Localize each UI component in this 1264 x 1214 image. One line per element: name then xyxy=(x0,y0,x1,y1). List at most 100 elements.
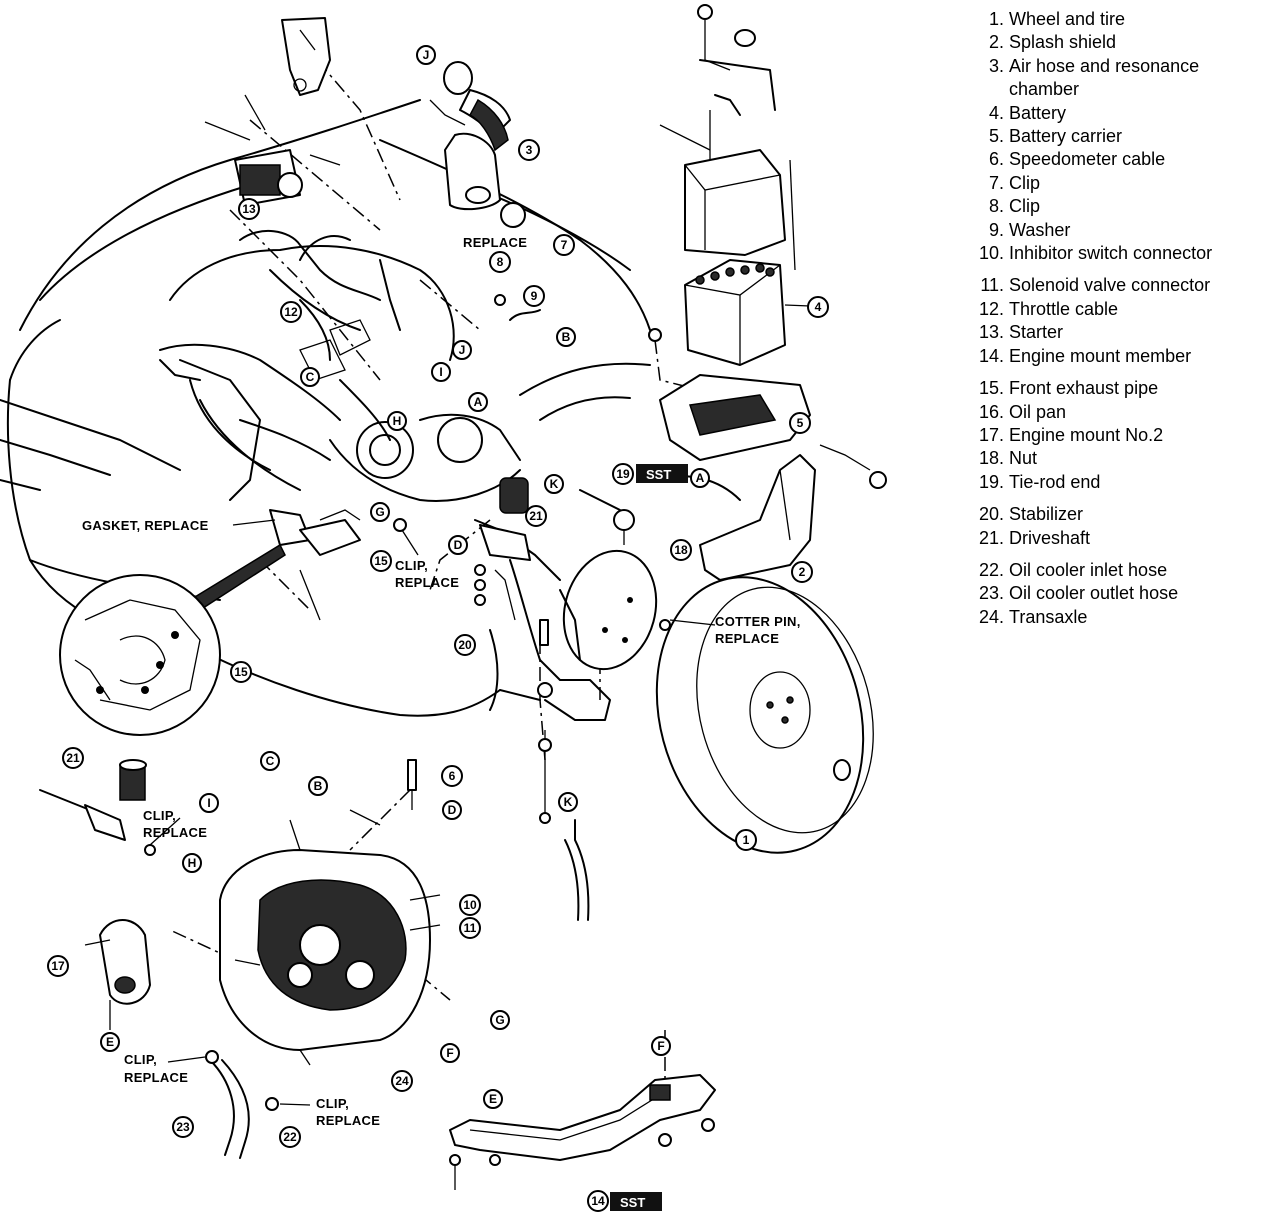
svg-text:7: 7 xyxy=(561,238,568,252)
callout-21: 21 xyxy=(525,505,547,527)
legend-item: 8.Clip xyxy=(974,195,1260,218)
legend-item-number: 21. xyxy=(978,527,1004,548)
svg-text:24: 24 xyxy=(395,1074,409,1088)
legend-item-text: Front exhaust pipe xyxy=(1009,378,1159,399)
legend-item-text: Oil pan xyxy=(1009,401,1067,422)
battery xyxy=(684,259,811,366)
callout-C-2: C xyxy=(260,751,280,771)
legend-item-text: Speedometer cable xyxy=(1009,149,1166,170)
legend-item-text: Clip xyxy=(1009,196,1041,217)
svg-text:B: B xyxy=(314,779,323,793)
legend-item-number: 11. xyxy=(980,275,1004,296)
sst-badge-mount-member: SST xyxy=(610,1192,662,1211)
legend-item-number: 4. xyxy=(988,102,1004,123)
svg-text:C: C xyxy=(306,370,315,384)
legend-item-number: 23. xyxy=(978,583,1004,604)
sst-text: SST xyxy=(646,467,671,482)
callout-9: 9 xyxy=(523,285,545,307)
callout-6: 6 xyxy=(441,765,463,787)
legend-item-text: Clip xyxy=(1009,172,1041,193)
svg-text:F: F xyxy=(657,1039,664,1053)
callout-13: 13 xyxy=(238,198,260,220)
legend-item: 15.Front exhaust pipe xyxy=(974,377,1260,400)
svg-text:1: 1 xyxy=(743,833,750,847)
legend-item-number: 17. xyxy=(978,424,1004,445)
battery-tray-cover xyxy=(684,149,796,271)
legend-item-text: Transaxle xyxy=(1009,606,1088,627)
engine-mount-bracket xyxy=(281,17,331,96)
svg-text:6: 6 xyxy=(449,769,456,783)
air-hose xyxy=(429,61,526,228)
callout-E-2: E xyxy=(483,1089,503,1109)
sst-text: SST xyxy=(620,1195,645,1210)
engine-block xyxy=(159,235,521,502)
svg-text:E: E xyxy=(106,1035,114,1049)
callout-D-2: D xyxy=(442,800,462,820)
transaxle xyxy=(219,809,441,1066)
svg-text:18: 18 xyxy=(674,543,688,557)
callout-E-1: E xyxy=(100,1032,120,1052)
detail-inset xyxy=(59,574,221,736)
legend-item-number: 18. xyxy=(978,448,1004,469)
legend-item-number: 16. xyxy=(978,401,1004,422)
svg-text:B: B xyxy=(562,330,571,344)
callout-24: 24 xyxy=(391,1070,413,1092)
label-clip-replace-drive-1: CLIP, xyxy=(143,808,176,823)
svg-text:F: F xyxy=(446,1046,453,1060)
legend-item: 18.Nut xyxy=(974,447,1260,470)
starter xyxy=(204,94,341,206)
svg-text:I: I xyxy=(207,796,210,810)
legend-item-number: 14. xyxy=(978,345,1004,366)
svg-text:H: H xyxy=(393,414,402,428)
legend-item: 16.Oil pan xyxy=(974,401,1260,424)
wheel-and-tire xyxy=(655,576,874,854)
driveshaft-lower xyxy=(39,759,156,856)
svg-text:5: 5 xyxy=(797,416,804,430)
legend-item: 7.Clip xyxy=(974,172,1260,195)
callout-19: 19 xyxy=(612,463,634,485)
callout-10: 10 xyxy=(459,894,481,916)
callout-11: 11 xyxy=(459,917,481,939)
svg-text:15: 15 xyxy=(374,554,388,568)
callout-18: 18 xyxy=(670,539,692,561)
callout-B-1: B xyxy=(556,327,576,347)
svg-text:E: E xyxy=(489,1092,497,1106)
callout-5: 5 xyxy=(789,412,811,434)
legend-item-number: 1. xyxy=(988,9,1004,29)
driveshaft-upper xyxy=(474,477,561,581)
legend-item: 9.Washer xyxy=(974,219,1260,242)
legend-item: 23.Oil cooler outlet hose xyxy=(974,582,1260,605)
svg-text:14: 14 xyxy=(591,1194,605,1208)
legend-item: 21.Driveshaft xyxy=(974,527,1260,550)
legend-item-text: Driveshaft xyxy=(1009,527,1091,548)
svg-text:8: 8 xyxy=(497,255,504,269)
legend-item: 24.Transaxle xyxy=(974,606,1260,629)
callout-14: 14 xyxy=(587,1190,609,1212)
legend-item-number: 2. xyxy=(988,32,1004,53)
legend-item-text: Inhibitor switch connector xyxy=(1009,243,1213,264)
svg-text:15: 15 xyxy=(234,665,248,679)
legend-item: 5.Battery carrier xyxy=(974,125,1260,148)
label-clip-replace-hose-2: REPLACE xyxy=(316,1113,380,1128)
engine-mount-no2 xyxy=(84,919,151,1030)
legend-item-number: 5. xyxy=(988,126,1004,147)
legend-item-text: chamber xyxy=(1009,79,1080,100)
callout-7: 7 xyxy=(553,234,575,256)
svg-text:23: 23 xyxy=(176,1120,190,1134)
legend-item-text: Nut xyxy=(1009,448,1038,469)
legend-item-number: 12. xyxy=(978,298,1004,319)
legend-item: 20.Stabilizer xyxy=(974,503,1260,526)
label-clip-replace-low-2: REPLACE xyxy=(124,1070,188,1085)
callout-15-inset: 15 xyxy=(230,661,252,683)
callout-A-2: A xyxy=(690,468,710,488)
callout-H-2: H xyxy=(182,853,202,873)
callout-K-1: K xyxy=(544,474,564,494)
label-clip-replace-low-1: CLIP, xyxy=(124,1052,157,1067)
legend-item-number: 13. xyxy=(978,322,1004,343)
legend-item: 13.Starter xyxy=(974,321,1260,344)
callout-17: 17 xyxy=(47,955,69,977)
legend-item-number xyxy=(974,78,1009,101)
